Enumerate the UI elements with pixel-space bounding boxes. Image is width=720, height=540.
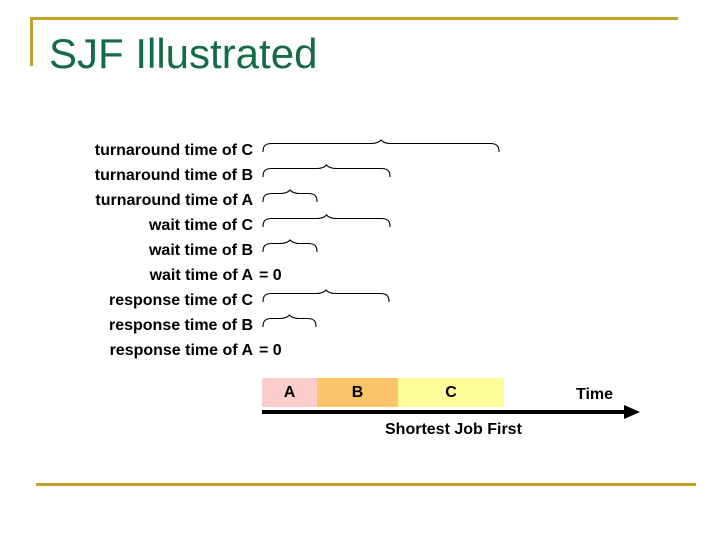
time-axis-arrow [262, 405, 640, 419]
footer-rule-horizontal [36, 483, 696, 486]
metric-zero-value: = 0 [259, 342, 282, 359]
metric-label: turnaround time of B [94, 167, 253, 184]
metric-row: turnaround time of C [0, 138, 720, 163]
metric-label: turnaround time of C [94, 142, 253, 159]
metric-label: turnaround time of A [95, 192, 253, 209]
metric-row: turnaround time of B [0, 163, 720, 188]
process-block-label: B [351, 384, 364, 401]
process-block-label: C [445, 384, 457, 401]
metric-row: turnaround time of A [0, 188, 720, 213]
metric-label: wait time of C [148, 217, 253, 234]
span-brace [262, 214, 391, 228]
metric-row: response time of A = 0 [0, 338, 720, 363]
time-axis-label: Time [576, 386, 614, 403]
span-brace [262, 314, 317, 328]
span-brace [262, 289, 390, 303]
span-brace [262, 189, 318, 203]
schedule-caption: Shortest Job First [385, 421, 522, 438]
metric-label: response time of A [109, 342, 253, 359]
slide-title: SJF Illustrated [49, 30, 318, 77]
title-rule-vertical [30, 17, 33, 66]
metric-row: wait time of B [0, 238, 720, 263]
title-rule-horizontal [30, 17, 678, 20]
metric-row: response time of C [0, 288, 720, 313]
span-brace [262, 239, 318, 253]
metric-row: wait time of A = 0 [0, 263, 720, 288]
metric-label: response time of C [108, 292, 253, 309]
schedule-blocks: A B C [0, 378, 720, 407]
metric-row: wait time of C [0, 213, 720, 238]
metric-label: wait time of B [148, 242, 253, 259]
span-brace [262, 164, 391, 178]
process-block-c: C [398, 378, 504, 407]
metric-label: response time of B [108, 317, 253, 334]
metric-zero-value: = 0 [259, 267, 282, 284]
process-block-a: A [262, 378, 317, 407]
process-block-label: A [283, 384, 296, 401]
metric-row: response time of B [0, 313, 720, 338]
metric-label: wait time of A [149, 267, 253, 284]
span-brace [262, 139, 500, 153]
process-block-b: B [317, 378, 398, 407]
